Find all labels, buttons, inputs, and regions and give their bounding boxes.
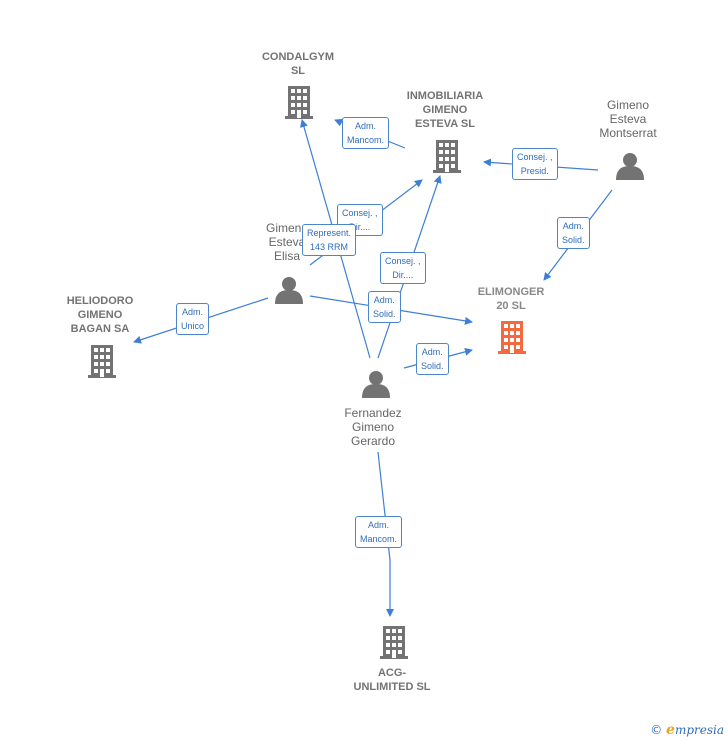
heliodoro-label[interactable]: HELIODORO GIMENO BAGAN SA bbox=[66, 295, 134, 335]
edge-label-represent[interactable]: Represent. 143 RRM bbox=[302, 224, 357, 256]
edge-label-adm-mancom-condalgym[interactable]: Adm. Mancom. bbox=[342, 117, 390, 149]
gimeno-elisa-label[interactable]: Gimeno Esteva Elisa bbox=[265, 221, 309, 263]
edge-label-consej-dir-elisa[interactable]: Consej. , Dir.... bbox=[337, 204, 383, 236]
brand-logo-e: e bbox=[666, 722, 675, 738]
edge-label-consej-presid[interactable]: Consej. , Presid. bbox=[512, 148, 558, 180]
gimeno-montserrat-label[interactable]: Gimeno Esteva Montserrat bbox=[599, 98, 657, 140]
acg-building-icon[interactable] bbox=[380, 626, 408, 659]
edge-label-adm-mancom-acg[interactable]: Adm. Mancom. bbox=[355, 516, 403, 548]
elisa-person-icon[interactable] bbox=[275, 277, 303, 304]
edge-label-adm-solid-montserrat[interactable]: Adm. Solid. bbox=[557, 217, 590, 249]
edge-label-consej-dir-fernandez[interactable]: Consej. , Dir.... bbox=[380, 252, 426, 284]
edge-fernandez-acg bbox=[377, 451, 394, 617]
elimonger-label[interactable]: ELIMONGER 20 SL bbox=[477, 286, 545, 312]
acg-label[interactable]: ACG- UNLIMITED SL bbox=[353, 667, 431, 693]
edge-label-adm-solid-elisa[interactable]: Adm. Solid. bbox=[368, 291, 401, 323]
fernandez-person-icon[interactable] bbox=[362, 371, 390, 398]
fernandez-label[interactable]: Fernandez Gimeno Gerardo bbox=[344, 406, 402, 448]
montserrat-person-icon[interactable] bbox=[616, 153, 644, 180]
inmobiliaria-building-icon[interactable] bbox=[433, 140, 461, 173]
copyright-symbol: © bbox=[650, 723, 663, 737]
icons bbox=[88, 86, 644, 659]
heliodoro-building-icon[interactable] bbox=[88, 345, 116, 378]
brand-logo-text: mpresia bbox=[674, 723, 724, 737]
inmobiliaria-label[interactable]: INMOBILIARIA GIMENO ESTEVA SL bbox=[406, 90, 484, 130]
edge-label-adm-unico[interactable]: Adm. Unico bbox=[176, 303, 210, 335]
condalgym-building-icon[interactable] bbox=[285, 86, 313, 119]
elimonger-building-icon[interactable] bbox=[498, 321, 526, 354]
condalgym-label[interactable]: CONDALGYM SL bbox=[261, 51, 335, 77]
empresia-watermark: © empresia bbox=[650, 722, 724, 738]
edge-label-adm-solid-fernandez[interactable]: Adm. Solid. bbox=[416, 343, 449, 375]
